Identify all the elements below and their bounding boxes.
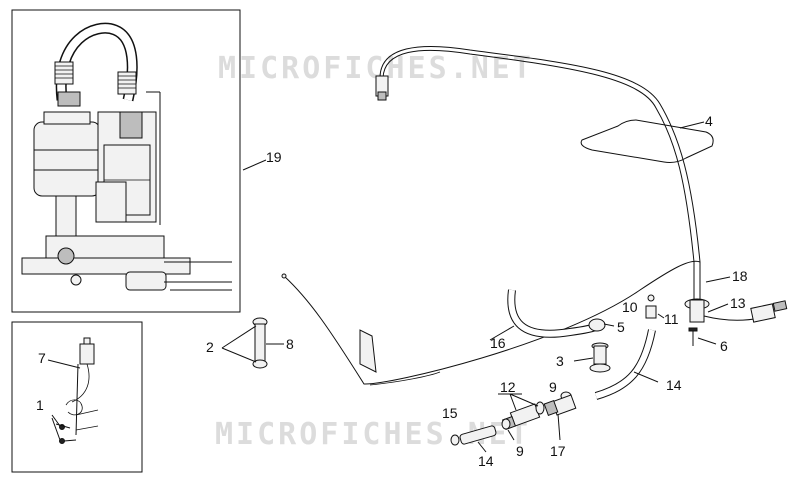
watermark-top: MICROFICHES.NET (218, 51, 534, 86)
callout-15: 15 (442, 405, 458, 421)
gasket-4 (580, 119, 714, 163)
callout-14-right: 14 (666, 377, 682, 393)
bracket (359, 329, 377, 373)
leader-9-left (507, 429, 515, 441)
clamp-5 (588, 318, 606, 332)
leader-12 (498, 393, 539, 411)
o-ring-10 (647, 294, 655, 302)
callout-10: 10 (622, 299, 638, 315)
screws-1 (51, 414, 77, 444)
o-ring-9-left (501, 418, 511, 430)
vent-tube (283, 260, 701, 385)
callout-8: 8 (286, 336, 294, 352)
fuel-pump-assembly (21, 22, 232, 291)
clamp-15 (450, 434, 460, 446)
inline-filter-8 (252, 317, 268, 369)
wiring-harness (375, 46, 701, 263)
leader-5 (603, 323, 615, 327)
callout-12: 12 (500, 379, 516, 395)
vent-tube-end (281, 273, 287, 279)
leader-2a (221, 325, 257, 349)
callout-19: 19 (266, 149, 282, 165)
leader-18 (705, 276, 731, 283)
callout-1: 1 (36, 397, 44, 413)
quick-connector-17 (543, 394, 577, 416)
leader-4 (679, 121, 705, 129)
callout-3: 3 (556, 353, 564, 369)
leader-17 (557, 413, 561, 441)
callout-14-left: 14 (478, 453, 494, 469)
callout-11: 11 (664, 311, 679, 327)
callout-6: 6 (720, 338, 728, 354)
leader-11 (657, 313, 665, 319)
sensor-frame (11, 321, 143, 473)
leader-14-left (477, 441, 487, 453)
valve-11 (645, 305, 657, 319)
leader-7 (47, 359, 81, 369)
level-sensor (65, 337, 99, 436)
callout-17: 17 (550, 443, 566, 459)
fitting-3 (589, 342, 611, 373)
callout-2: 2 (206, 339, 214, 355)
callout-18: 18 (732, 268, 748, 284)
dashed-line (369, 371, 441, 386)
leader-14-right (633, 371, 659, 383)
callout-9-right: 9 (549, 379, 557, 395)
leader-3 (573, 357, 594, 362)
callout-13: 13 (730, 295, 746, 311)
leader-6 (697, 337, 717, 345)
pump-assembly-frame (11, 9, 241, 313)
sensor-cable-13 (684, 262, 788, 346)
callout-7: 7 (38, 350, 46, 366)
callout-16: 16 (490, 335, 506, 351)
leader-16 (489, 325, 515, 341)
leader-2b (221, 347, 257, 363)
hose-14-left (459, 425, 497, 445)
callout-4: 4 (705, 113, 713, 129)
callout-5: 5 (617, 319, 625, 335)
callout-9-left: 9 (516, 443, 524, 459)
leader-19 (242, 159, 267, 171)
leader-13 (707, 303, 729, 313)
